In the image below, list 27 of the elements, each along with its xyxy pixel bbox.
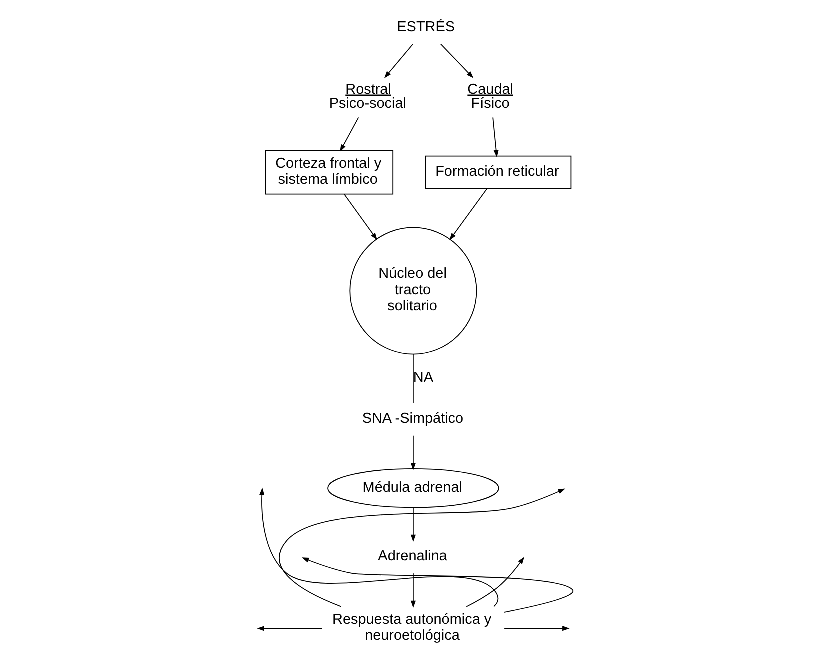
- arrow: [340, 117, 359, 152]
- node-box: Formación reticular: [424, 156, 572, 190]
- node-ellipse: Médula adrenal: [327, 468, 499, 508]
- edge-label: NA: [412, 370, 434, 386]
- arrow: [259, 488, 498, 608]
- arrow: [384, 44, 414, 78]
- node-text: Adrenalina: [378, 548, 447, 565]
- arrow: [410, 435, 416, 470]
- arrow: [449, 188, 488, 240]
- node-circle: Núcleo del tracto solitario: [349, 227, 477, 355]
- arrow: [504, 626, 570, 632]
- node-text: Caudal Físico: [467, 82, 513, 112]
- node-box: Corteza frontal y sistema límbico: [264, 150, 394, 195]
- arrow: [440, 44, 474, 78]
- node-text: ESTRÉS: [396, 19, 454, 36]
- node-text: Respuesta autonómica y neuroetológica: [332, 612, 492, 644]
- arrow: [466, 557, 524, 608]
- arrow: [301, 558, 574, 613]
- arrow: [343, 194, 377, 240]
- connector: [412, 354, 414, 404]
- arrow: [278, 488, 566, 608]
- node-text: SNA -Simpático: [362, 410, 464, 427]
- arrow: [410, 573, 416, 608]
- arrow: [410, 507, 416, 542]
- node-text: Rostral Psico-social: [328, 82, 406, 112]
- arrow: [256, 626, 322, 632]
- arrow: [492, 117, 498, 158]
